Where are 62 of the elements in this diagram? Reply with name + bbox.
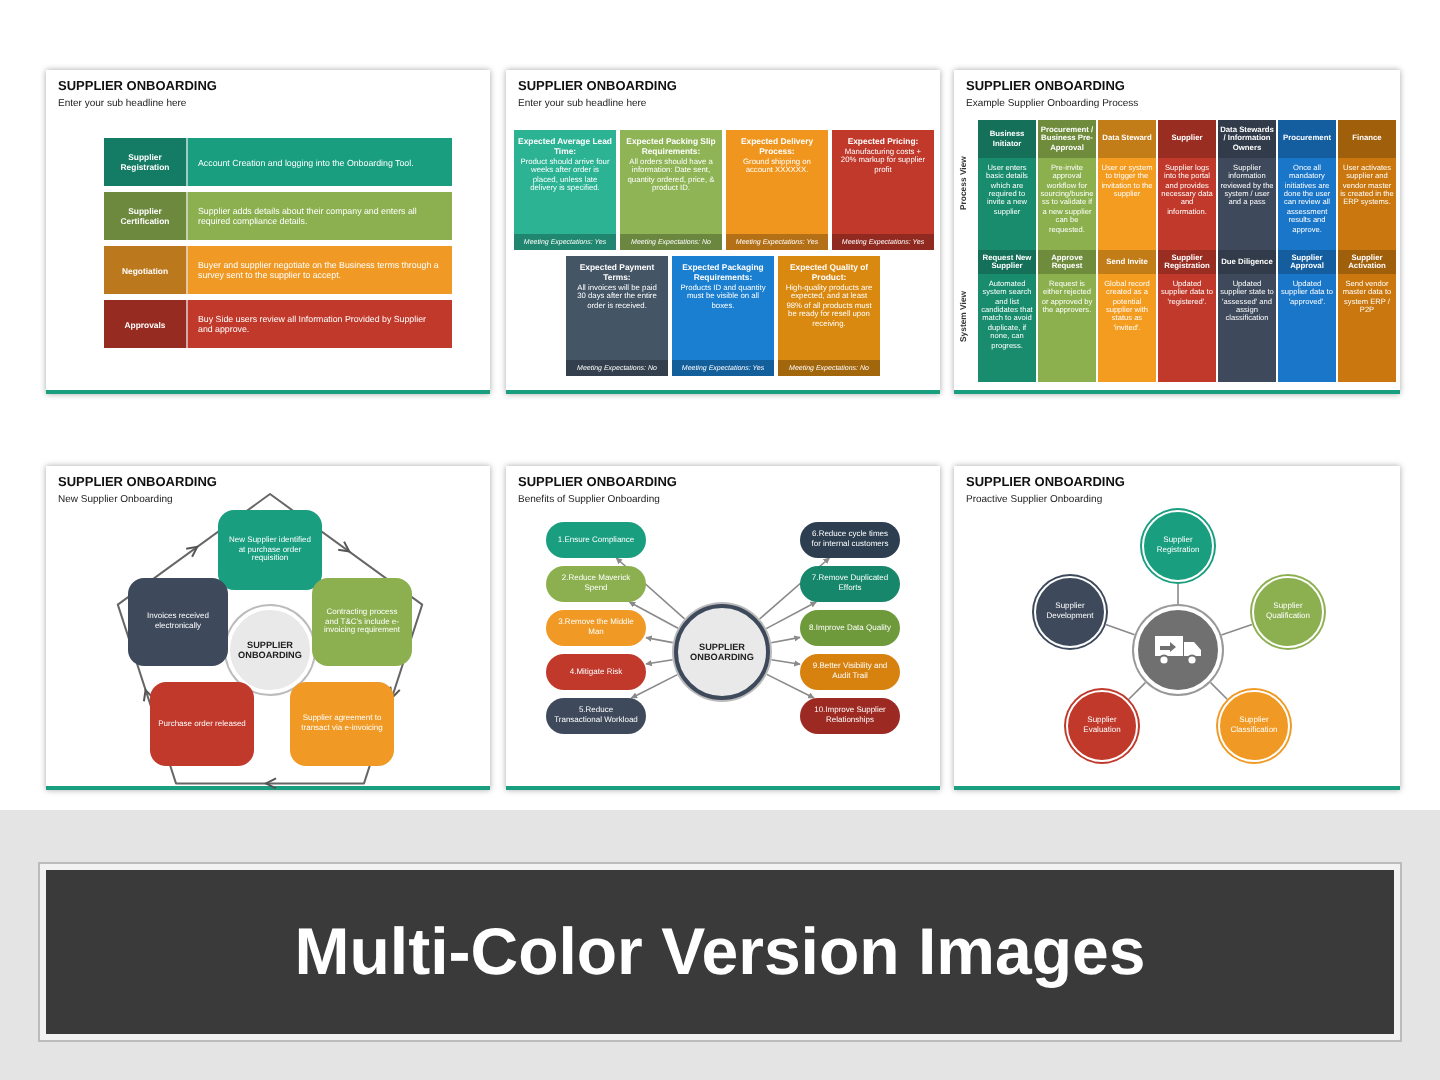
connector-line [1220,623,1253,636]
expectation-card [514,130,616,250]
stage-circle [1142,510,1214,582]
process-column [1158,120,1216,382]
arrow [766,673,815,699]
connector-line [1177,583,1179,605]
arrow [770,635,801,644]
expectation-card [620,130,722,250]
banner [40,864,1400,1040]
hub-circle [1134,606,1222,694]
pentagon-segment [312,578,412,666]
step-row [104,246,452,294]
arrow [630,673,679,699]
benefit-pill [546,654,646,690]
stage-circle [1252,576,1324,648]
expectation-card [672,256,774,376]
benefit-pill [546,566,646,602]
slide-panel [954,70,1400,394]
pentagon-segment [128,578,228,666]
stage-circle [1066,690,1138,762]
expectation-card [566,256,668,376]
arrow [645,635,674,644]
benefit-pill [800,522,900,558]
connector-line [1209,681,1228,700]
stage-circle [1034,576,1106,648]
process-column [1218,120,1276,382]
process-column [1038,120,1096,382]
slide-panel [46,70,490,394]
pentagon-segment [218,510,322,590]
benefit-pill [546,522,646,558]
slide-panel [46,466,490,790]
arrow [770,659,801,667]
slide-panel [506,466,940,790]
expectation-card [726,130,828,250]
benefit-pill [546,698,646,734]
center-circle [674,604,770,700]
banner-text: Multi-Color Version Images [294,914,1146,990]
pentagon-segment [150,682,254,766]
arrow [765,601,817,630]
process-column [978,120,1036,382]
stage-circle [1218,690,1290,762]
benefit-pill [546,610,646,646]
slide-panel [954,466,1400,790]
connector-line [1105,623,1136,636]
benefit-pill [800,654,900,690]
center-circle [226,606,314,694]
benefit-pill [800,610,900,646]
expectation-card [778,256,880,376]
expectation-card [832,130,934,250]
connector-line [1128,681,1147,700]
arrow [645,659,674,667]
slide-panel [506,70,940,394]
process-column [1278,120,1336,382]
step-row [104,192,452,240]
arrow [628,601,679,629]
benefit-pill [800,698,900,734]
step-row [104,300,452,348]
step-row [104,138,452,186]
benefit-pill [800,566,900,602]
process-column [1338,120,1396,382]
process-column [1098,120,1156,382]
pentagon-segment [290,682,394,766]
